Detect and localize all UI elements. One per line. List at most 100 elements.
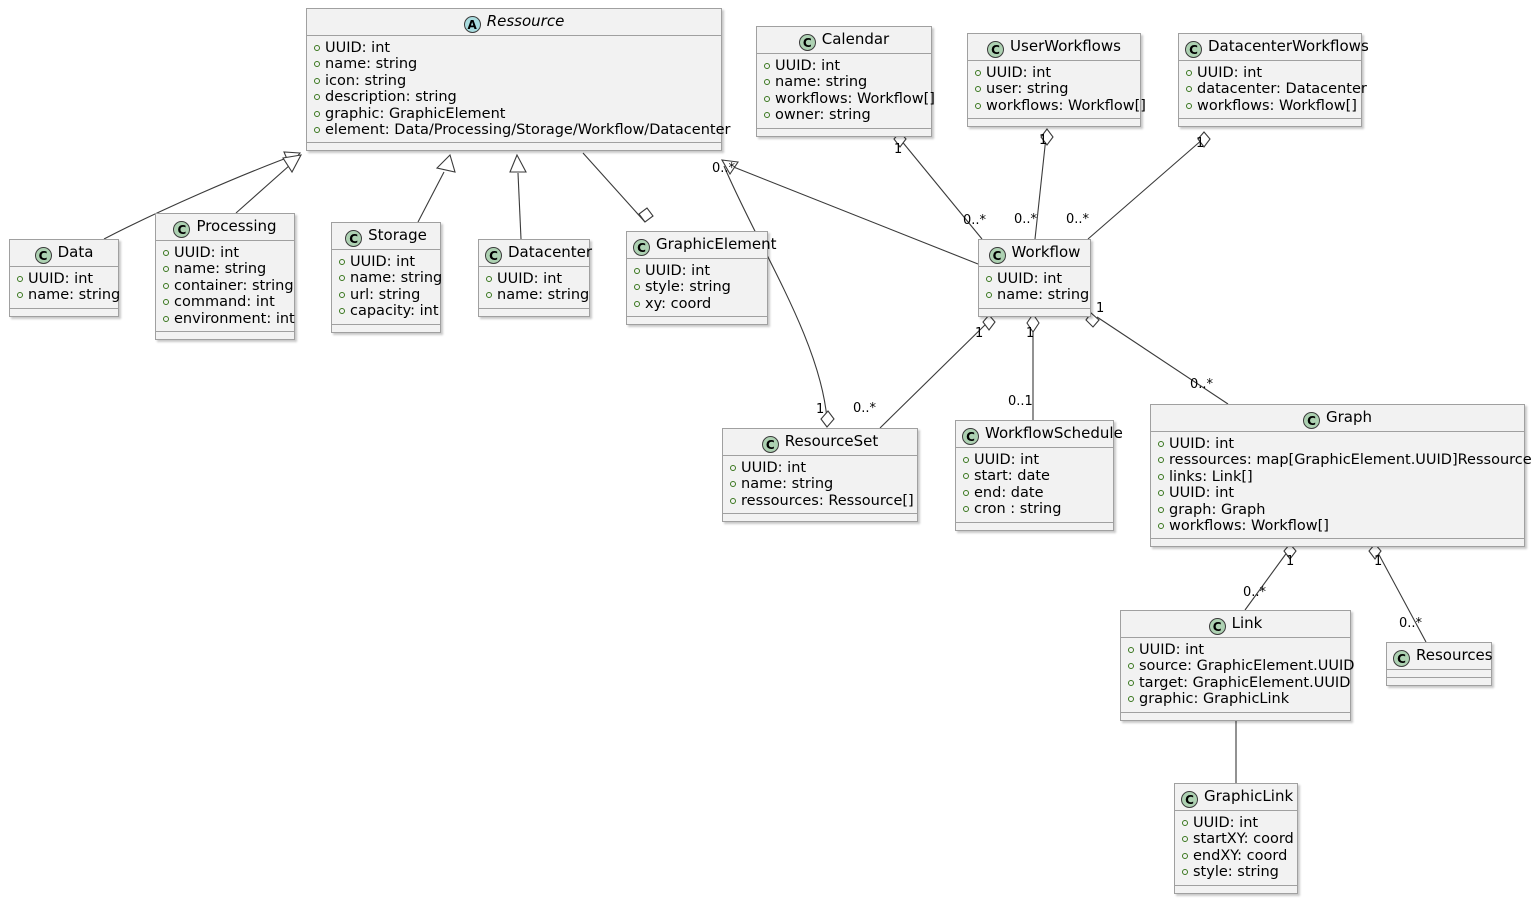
attribute-text: xy: coord	[645, 295, 712, 312]
attribute-row: start: date	[963, 468, 1107, 484]
attribute-row: name: string	[163, 261, 288, 277]
class-name-datacenterworkflows: DatacenterWorkflows	[1208, 37, 1369, 55]
attribute-text: command: int	[174, 294, 275, 311]
public-visibility-icon	[163, 282, 169, 289]
class-icon: C	[962, 428, 979, 445]
attribute-text: UUID: int	[997, 271, 1063, 287]
public-visibility-icon	[986, 276, 992, 282]
attribute-row: UUID: int	[163, 245, 288, 261]
attribute-row: workflows: Workflow[]	[1158, 518, 1518, 534]
attribute-row: cron : string	[963, 501, 1107, 517]
public-visibility-icon	[963, 457, 969, 463]
public-visibility-icon	[163, 299, 169, 306]
public-visibility-icon	[314, 127, 320, 134]
public-visibility-icon	[963, 489, 969, 496]
public-visibility-icon	[975, 70, 981, 76]
public-visibility-icon	[486, 276, 492, 282]
multiplicity-label: 1	[894, 142, 903, 157]
public-visibility-icon	[1158, 506, 1164, 513]
multiplicity-label: 0..*	[712, 161, 736, 176]
class-icon: C	[345, 230, 363, 247]
attribute-text: owner: string	[775, 107, 871, 124]
public-visibility-icon	[963, 473, 969, 480]
edge-storage-to-ressource	[417, 153, 456, 223]
public-visibility-icon	[17, 292, 23, 299]
method-compartment-graphiclink	[1175, 885, 1297, 893]
method-compartment-userworkflows	[968, 119, 1140, 127]
class-icon: C	[1181, 791, 1198, 808]
attribute-row: UUID: int	[730, 460, 911, 476]
attribute-row: end: date	[963, 485, 1107, 501]
class-name-graph: Graph	[1325, 408, 1372, 426]
attribute-row: startXY: coord	[1182, 831, 1294, 847]
attribute-text: start: date	[974, 468, 1050, 485]
method-compartment-data	[10, 308, 118, 316]
attribute-text: cron : string	[974, 501, 1062, 518]
attribute-row: description: string	[314, 89, 715, 105]
method-compartment-storage	[332, 324, 440, 332]
attribute-text: name: string	[775, 74, 868, 91]
multiplicity-label: 1	[1039, 133, 1048, 148]
method-compartment-workflow	[979, 308, 1090, 316]
class-name-graphicelement: GraphicElement	[656, 235, 777, 253]
class-icon: C	[1393, 650, 1410, 667]
class-name-data: Data	[57, 243, 94, 261]
public-visibility-icon	[634, 284, 640, 291]
class-icon: C	[987, 41, 1005, 58]
public-visibility-icon	[986, 292, 992, 299]
public-visibility-icon	[1186, 102, 1192, 109]
abstract-class-icon: A	[463, 16, 481, 33]
attribute-text: UUID: int	[775, 58, 841, 74]
public-visibility-icon	[339, 259, 345, 265]
attribute-text: name: string	[174, 261, 267, 278]
attribute-row: UUID: int	[975, 65, 1134, 81]
public-visibility-icon	[314, 94, 320, 101]
attribute-row: links: Link[]	[1158, 469, 1518, 485]
class-name-workflowschedule: WorkflowSchedule	[985, 424, 1123, 442]
attribute-row: graphic: GraphicLink	[1128, 691, 1344, 707]
public-visibility-icon	[1128, 696, 1134, 703]
attribute-text: container: string	[174, 277, 294, 294]
attribute-row: container: string	[163, 278, 294, 294]
public-visibility-icon	[764, 79, 770, 86]
class-icon: C	[798, 34, 816, 51]
public-visibility-icon	[1182, 820, 1188, 826]
attribute-row: UUID: int	[764, 58, 925, 74]
edge-processing-to-ressource	[235, 154, 303, 214]
attribute-text: name: string	[741, 476, 834, 493]
attribute-text: UUID: int	[1169, 436, 1235, 452]
attribute-text: ressources: map[GraphicElement.UUID]Ress…	[1169, 452, 1531, 469]
attribute-row: xy: coord	[634, 296, 761, 312]
attribute-row: style: string	[634, 279, 761, 295]
attribute-row: UUID: int	[1158, 436, 1518, 452]
public-visibility-icon	[1128, 663, 1134, 670]
class-icon: C	[633, 239, 650, 256]
